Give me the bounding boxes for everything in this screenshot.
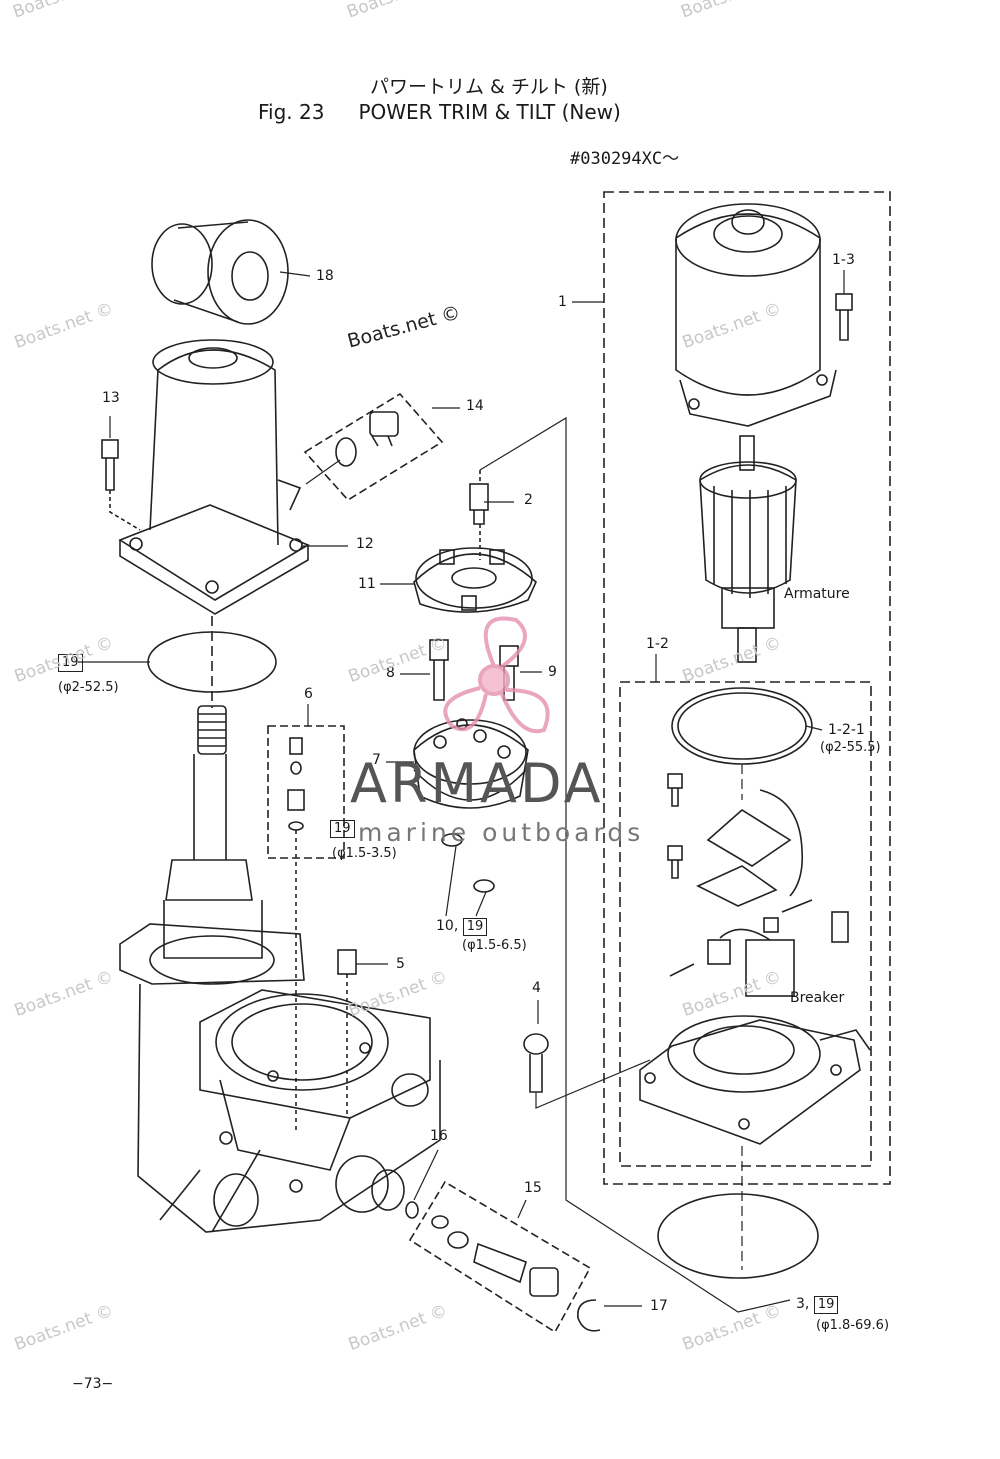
- callout-8: 8: [386, 665, 395, 681]
- callout-6: 6: [304, 686, 313, 702]
- breaker-label: Breaker: [790, 990, 845, 1006]
- brand-name: ARMADA: [350, 752, 604, 815]
- oring-696-part: [657, 1193, 819, 1279]
- oring-16-part: [405, 1201, 419, 1219]
- callout-1: 1: [558, 294, 567, 310]
- tilt-cylinder-part: [149, 705, 275, 985]
- pump-housing-part: [119, 923, 441, 1233]
- manual-valve-part: [431, 1215, 559, 1297]
- callout-18: 18: [316, 268, 334, 284]
- figure-title-text: POWER TRIM & TILT (New): [358, 100, 621, 124]
- spec-oring-65: (φ1.5-6.5): [462, 938, 527, 953]
- ref-box-19-valve: 19: [330, 820, 355, 838]
- manual-valve-box: [408, 1180, 592, 1334]
- armature-part: [699, 435, 797, 663]
- callout-14: 14: [466, 398, 484, 414]
- plug-box: [303, 392, 444, 502]
- figure-number: Fig. 23: [258, 100, 325, 124]
- figure-title: Fig. 23 POWER TRIM & TILT (New): [258, 100, 621, 124]
- propeller-logo: [443, 616, 550, 734]
- bolt-1-3-part: [835, 293, 853, 341]
- brush-parts: [667, 773, 849, 997]
- ref-box-19: 19: [330, 820, 355, 838]
- serial-range: #030294XC〜: [570, 149, 680, 169]
- spec-oring-52: (φ2-52.5): [58, 680, 119, 695]
- brush-holder-box: [619, 681, 872, 1167]
- spec-oring-35: (φ1.5-3.5): [332, 846, 397, 861]
- callout-1-2-1: 1-2-1: [828, 722, 865, 738]
- motor-housing-part: [675, 203, 837, 427]
- callout-16: 16: [430, 1128, 448, 1144]
- callout-3: 3, 19: [796, 1296, 839, 1314]
- callout-3-number: 3,: [796, 1296, 810, 1312]
- ref-box-19: 19: [58, 654, 83, 672]
- callout-4: 4: [532, 980, 541, 996]
- callout-15: 15: [524, 1180, 542, 1196]
- callout-1-3: 1-3: [832, 252, 855, 268]
- spec-oring-555: (φ2-55.5): [820, 740, 881, 755]
- callout-2: 2: [524, 492, 533, 508]
- callout-7: 7: [372, 752, 381, 768]
- callout-9: 9: [548, 664, 557, 680]
- callout-11: 11: [358, 576, 376, 592]
- reservoir-cap-part: [151, 219, 289, 325]
- leader-lines: [78, 270, 845, 1313]
- callout-10: 10, 19: [436, 918, 488, 936]
- motor-assembly-box: [603, 191, 891, 1185]
- valve-kit-parts: [287, 737, 305, 1130]
- page-number: −73−: [72, 1376, 114, 1392]
- plug-14-part: [335, 411, 399, 467]
- seal-plate-part: [413, 547, 537, 613]
- brand-tagline: marine outboards: [358, 818, 645, 847]
- oring-55-part: [671, 687, 813, 765]
- oring-10a-part: [441, 833, 463, 847]
- bolt-8-part: [429, 639, 449, 701]
- ref-box-19: 19: [462, 918, 488, 936]
- end-bracket-part: [639, 1015, 871, 1145]
- circlip-17-part: [577, 1299, 601, 1332]
- callout-13: 13: [102, 390, 120, 406]
- callout-5: 5: [396, 956, 405, 972]
- callout-10-number: 10,: [436, 918, 459, 934]
- bolt-13-part: [101, 439, 141, 531]
- bolt-4-part: [523, 1033, 549, 1093]
- callout-17: 17: [650, 1298, 668, 1314]
- callout-1-2: 1-2: [646, 636, 669, 652]
- title-japanese: パワートリム & チルト (新): [370, 76, 608, 98]
- oring-10b-part: [473, 879, 495, 893]
- reservoir-part: [118, 339, 310, 615]
- plug-5-part: [337, 949, 357, 1116]
- armature-label: Armature: [784, 586, 850, 602]
- ref-box-19: 19: [813, 1296, 839, 1314]
- valve-kit-box: [267, 725, 345, 859]
- coupling-part: [469, 470, 489, 560]
- callout-12: 12: [356, 536, 374, 552]
- spec-oring-696: (φ1.8-69.6): [816, 1318, 890, 1333]
